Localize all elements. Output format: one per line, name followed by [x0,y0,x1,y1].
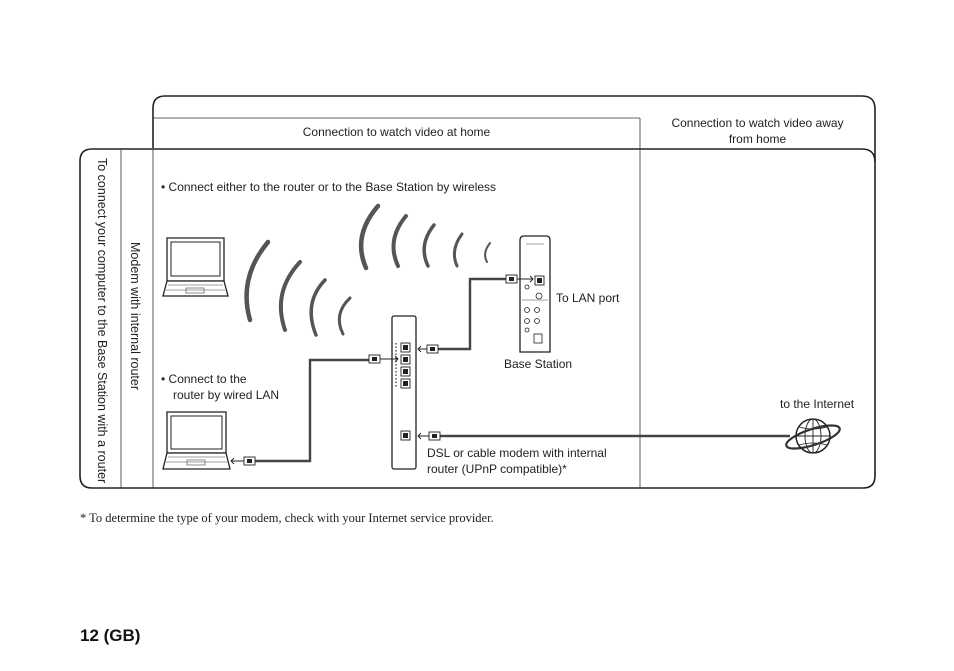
connector-plug-icon [417,344,439,354]
cable-router-to-laptop [252,358,369,463]
wireless-waves-laptop-icon [244,239,352,337]
header-frame [152,95,876,162]
table-frame [79,148,876,489]
header-home-label: Connection to watch video at home [302,125,491,139]
header-away-label-line2: from home [728,132,787,146]
connector-plug-icon [230,456,256,466]
modem-label: DSL or cable modem with internal router … [427,445,607,477]
base-station-device-icon [519,235,551,353]
router-modem-device-icon [391,315,417,470]
footnote: * To determine the type of your modem, c… [80,511,494,525]
laptop-wired-icon [162,411,231,470]
bullet-wired: • Connect to the router by wired LAN [161,371,279,403]
bullet-wireless: • Connect either to the router or to the… [161,180,497,194]
subrow-label: Modem with internal router [128,242,142,390]
header-away-label-line1: Connection to watch video away [671,116,844,130]
page-number: 12 (GB) [80,626,141,645]
header-home-cell: Connection to watch video at home [153,124,640,140]
connector-plug-icon [368,354,399,364]
modem-label-line1: DSL or cable modem with internal [427,446,607,460]
to-internet-label: to the Internet [780,397,855,411]
connector-plug-icon [417,431,441,441]
bullet-wired-line1: • Connect to the [161,372,247,386]
base-station-label: Base Station [504,357,573,371]
cable-router-to-base-station [436,277,514,351]
modem-label-line2: router (UPnP compatible)* [427,462,567,476]
connector-plug-icon [505,274,534,284]
wireless-waves-base-station-icon [358,203,491,271]
laptop-wireless-icon [162,237,229,297]
row-label: To connect your computer to the Base Sta… [95,158,109,484]
globe-internet-icon [785,418,841,454]
header-away-cell: Connection to watch video away from home [640,115,875,147]
to-lan-port-label: To LAN port [556,291,620,305]
bullet-wired-line2: router by wired LAN [173,388,280,402]
